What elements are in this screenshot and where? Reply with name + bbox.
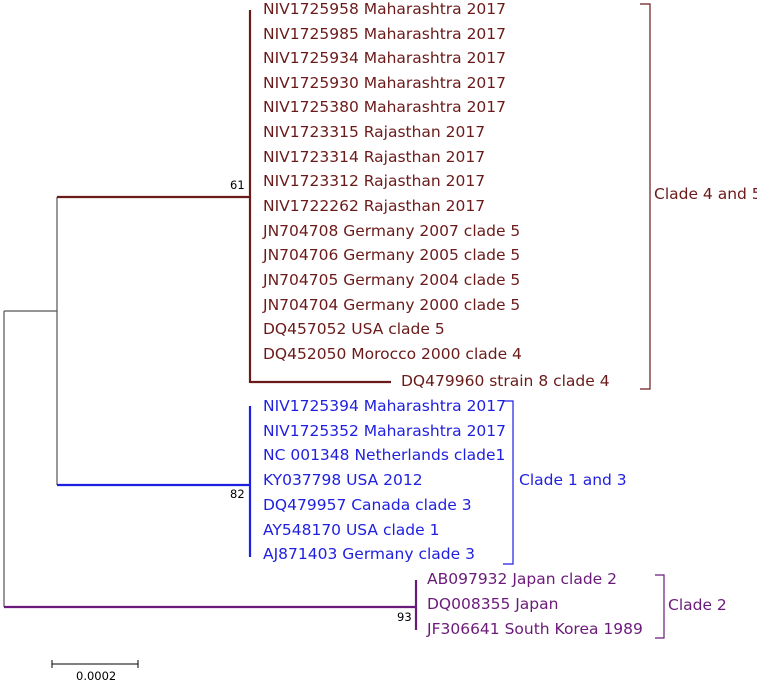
clade13-bootstrap: 82 (230, 487, 245, 501)
leaf-label: KY037798 USA 2012 (263, 471, 423, 489)
leaf-label: AJ871403 Germany clade 3 (263, 545, 475, 563)
leaf-label: JN704708 Germany 2007 clade 5 (262, 222, 520, 240)
leaf-label: DQ479960 strain 8 clade 4 (401, 372, 610, 390)
clade2-label: Clade 2 (668, 596, 727, 614)
leaf-label: DQ008355 Japan (427, 595, 558, 613)
clade45-leaf-labels: NIV1725958 Maharashtra 2017 NIV1725985 M… (262, 0, 610, 390)
leaf-label: NIV1725352 Maharashtra 2017 (263, 422, 506, 440)
clade13-label: Clade 1 and 3 (519, 471, 627, 489)
leaf-label: NIV1723315 Rajasthan 2017 (263, 123, 485, 141)
leaf-label: JN704704 Germany 2000 clade 5 (262, 296, 520, 314)
leaf-label: DQ457052 USA clade 5 (263, 320, 445, 338)
clade45-branches (57, 10, 391, 384)
clade2-bootstrap: 93 (397, 610, 412, 624)
leaf-label: NIV1722262 Rajasthan 2017 (263, 197, 485, 215)
clade13-branches (57, 406, 252, 557)
leaf-label: AB097932 Japan clade 2 (427, 570, 617, 588)
leaf-label: DQ452050 Morocco 2000 clade 4 (263, 345, 522, 363)
leaf-label: NIV1725930 Maharashtra 2017 (263, 74, 506, 92)
clade2-bracket (655, 574, 665, 639)
leaf-label: JN704706 Germany 2005 clade 5 (262, 246, 520, 264)
leaf-label: DQ479957 Canada clade 3 (263, 496, 472, 514)
clade45-label: Clade 4 and 5 (654, 185, 757, 203)
leaf-label: NIV1723314 Rajasthan 2017 (263, 148, 485, 166)
clade13-bracket (503, 400, 514, 565)
leaf-label: JF306641 South Korea 1989 (426, 620, 643, 638)
clade13-leaf-labels: NIV1725394 Maharashtra 2017 NIV1725352 M… (263, 397, 506, 563)
leaf-label: NIV1725380 Maharashtra 2017 (263, 98, 506, 116)
leaf-label: AY548170 USA clade 1 (263, 521, 439, 539)
leaf-label: JN704705 Germany 2004 clade 5 (262, 271, 520, 289)
leaf-label: NIV1723312 Rajasthan 2017 (263, 172, 485, 190)
leaf-label: NC 001348 Netherlands clade1 (263, 446, 505, 464)
clade45-bootstrap: 61 (230, 178, 245, 192)
leaf-label: NIV1725958 Maharashtra 2017 (263, 0, 506, 18)
clade2-branches (4, 580, 418, 630)
leaf-label: NIV1725394 Maharashtra 2017 (263, 397, 506, 415)
scale-bar-label: 0.0002 (76, 669, 116, 683)
scale-bar (51, 660, 139, 668)
leaf-label: NIV1725934 Maharashtra 2017 (263, 49, 506, 67)
clade2-leaf-labels: AB097932 Japan clade 2 DQ008355 Japan JF… (426, 570, 643, 638)
clade45-bracket (640, 3, 651, 390)
root-branches (3, 197, 58, 607)
leaf-label: NIV1725985 Maharashtra 2017 (263, 25, 506, 43)
